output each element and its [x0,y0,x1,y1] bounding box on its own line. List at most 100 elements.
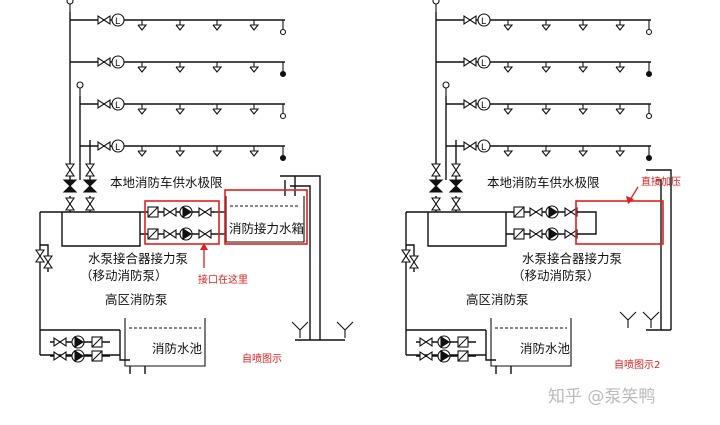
gauge-dial [442,81,450,89]
pump-adapter-inlet-icon [619,311,637,328]
flow-indicator-circle [111,13,125,27]
right-pipe-network [405,12,672,374]
alarm-valve-icon [448,179,464,193]
alarm-valve-icon [82,179,98,193]
gauge-dial [66,0,74,5]
sprinkler-deflector [137,150,148,157]
flow-indicator-letter: L [115,101,120,111]
sprinkler-head-icon [541,146,552,157]
gauge-dial [432,0,440,5]
valve-icon [163,228,177,240]
valve-icon [463,56,477,68]
flow-indicator-letter: L [115,17,120,27]
sprinkler-head-icon [541,20,552,31]
alarm-valve-body [448,179,464,193]
valve-body [450,197,462,211]
sprinkler-head-icon [175,20,186,31]
sprinkler-deflector [503,24,514,31]
sprinkler-head-icon [175,104,186,115]
sprinkler-deflector [578,24,589,31]
pump-triangle [182,206,193,218]
alarm-valve-body [428,179,444,193]
sprinkler-deflector [212,66,223,73]
valve-icon [419,336,433,348]
end-test-valve-icon [645,146,653,162]
valve-icon [529,228,543,240]
flow-indicator-letter: L [481,101,486,111]
pump-link [119,330,130,361]
check-valve-flap [91,350,103,362]
valve-body [463,14,477,26]
watermark: 知乎 @泵笑鸭 [548,387,655,407]
sprinkler-head-icon [503,62,514,73]
gauge-dial [76,81,84,89]
valve-body [564,228,578,240]
sprinkler-head-icon [503,104,514,115]
valve-body [529,228,543,240]
sprinkler-head-icon [615,146,626,157]
right-direct-arrow [626,186,639,204]
valve-body [64,197,76,211]
valve-icon [564,228,578,240]
sprinkler-deflector [578,108,589,115]
end-cap [645,28,653,36]
alarm-valve-body [62,179,78,193]
valve-icon [463,140,477,152]
right-direct-pressure-highlight-box [575,200,664,245]
valve-body [42,255,54,269]
left-relay-tank-highlight-box [224,189,308,245]
sprinkler-head-icon [615,62,626,73]
pump-triangle [440,336,451,348]
valve-icon [463,14,477,26]
sprinkler-head-icon [175,146,186,157]
valve-icon [64,197,76,211]
valve-body [97,140,111,152]
valve-icon [53,336,67,348]
sprinkler-head-icon [137,62,148,73]
left-adapter-pump-label-1: 水泵接合器接力泵 [88,251,188,266]
flow-indicator-letter: L [481,17,486,27]
valve-body [64,163,76,177]
pump-icon [545,205,559,219]
sprinkler-head-icon [249,104,260,115]
valve-icon [84,197,96,211]
sprinkler-deflector [503,150,514,157]
sprinkler-head-icon [615,104,626,115]
end-test-valve-icon [645,104,653,120]
valve-icon [42,255,54,269]
flow-indicator-letter: L [115,143,120,153]
end-cap [279,70,287,78]
flow-indicator-circle [111,97,125,111]
check-valve-icon [513,228,525,240]
flow-indicator-letter: L [115,59,120,69]
valve-body [430,197,442,211]
flow-indicator-circle [477,97,491,111]
valve-icon [34,249,46,263]
water-flow-indicator-icon: L [477,139,491,153]
pump-adapter-inlet-icon [336,321,354,338]
sprinkler-head-icon [503,146,514,157]
pressure-gauge-icon [66,0,74,12]
valve-icon [529,206,543,218]
valve-icon [53,350,67,362]
left-high-zone-pump-label: 高区消防泵 [105,292,168,307]
valve-body [34,249,46,263]
valve-body [400,249,412,263]
sprinkler-deflector [541,24,552,31]
end-cap [279,154,287,162]
valve-body [198,206,212,218]
sprinkler-deflector [249,150,260,157]
sprinkler-deflector [503,66,514,73]
relay-loop [581,211,597,235]
pump-adapter-inlet-icon [642,311,660,328]
fire-pool-icon [124,318,206,367]
end-test-valve-icon [279,146,287,162]
water-flow-indicator-icon: L [111,55,125,69]
sprinkler-deflector [249,66,260,73]
check-valve-icon [513,206,525,218]
end-cap [645,154,653,162]
pump-icon [71,335,85,349]
check-valve-icon [91,336,103,348]
inlet-fork [642,311,660,321]
